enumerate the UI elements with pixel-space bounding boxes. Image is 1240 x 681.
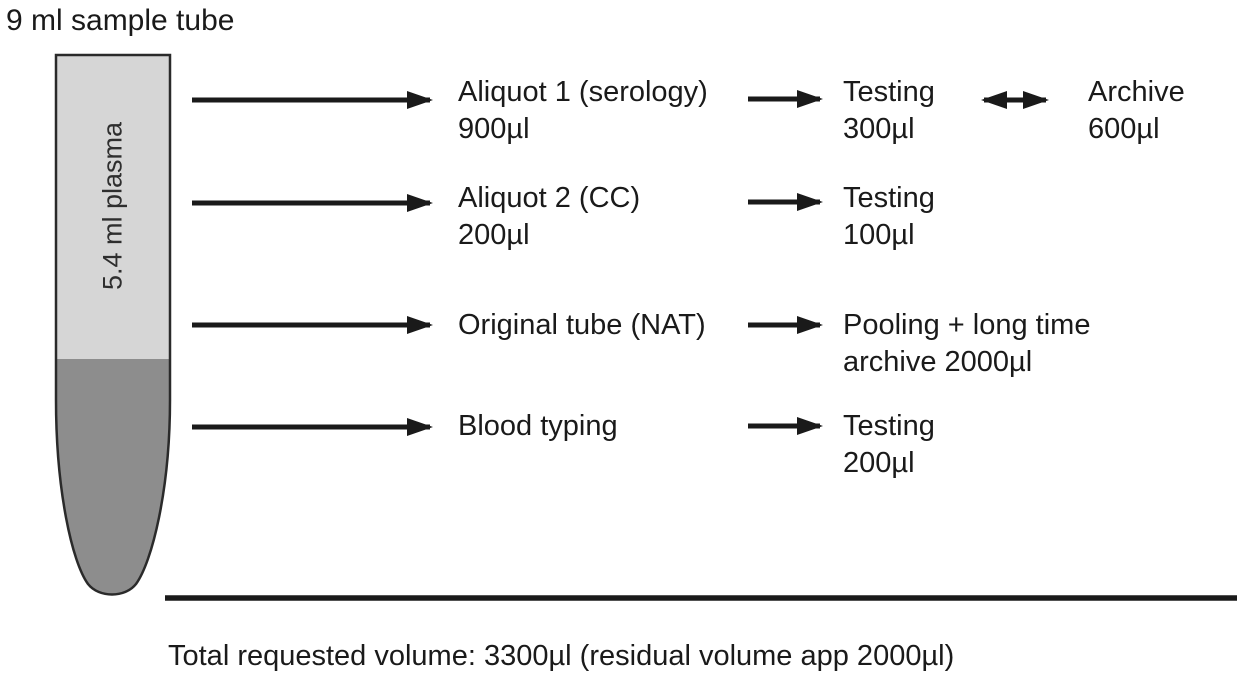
row2-testing-line1: Testing bbox=[843, 182, 935, 214]
row2-source-line1: Aliquot 2 (CC) bbox=[458, 182, 641, 214]
row3-pooling-line2: archive 2000µl bbox=[843, 346, 1033, 378]
row4-testing-line2: 200µl bbox=[843, 447, 915, 479]
row3-source-line1: Original tube (NAT) bbox=[458, 309, 706, 341]
row4-source-line1: Blood typing bbox=[458, 410, 618, 442]
row2-source-line2: 200µl bbox=[458, 219, 530, 251]
row1-testing-line1: Testing bbox=[843, 76, 935, 108]
row3-pooling-line1: Pooling + long time bbox=[843, 309, 1091, 341]
row1-archive-line2: 600µl bbox=[1088, 113, 1160, 145]
row2-testing-label: Testing 100µl bbox=[843, 180, 935, 254]
row2-testing-line2: 100µl bbox=[843, 219, 915, 251]
tube-outline bbox=[54, 53, 172, 596]
tube-dark-region bbox=[56, 359, 170, 595]
row1-testing-line2: 300µl bbox=[843, 113, 915, 145]
row4-testing-label: Testing 200µl bbox=[843, 408, 935, 482]
row1-archive-label: Archive 600µl bbox=[1088, 74, 1185, 148]
row4-testing-line1: Testing bbox=[843, 410, 935, 442]
sample-tube bbox=[54, 53, 172, 596]
row1-source-line1: Aliquot 1 (serology) bbox=[458, 76, 708, 108]
row4-source-label: Blood typing bbox=[458, 408, 618, 445]
diagram-title: 9 ml sample tube bbox=[6, 4, 235, 37]
row1-testing-label: Testing 300µl bbox=[843, 74, 935, 148]
row2-source-label: Aliquot 2 (CC) 200µl bbox=[458, 180, 640, 254]
tube-plasma-label: 5.4 ml plasma bbox=[97, 121, 128, 291]
row3-source-label: Original tube (NAT) bbox=[458, 307, 706, 344]
row3-pooling-label: Pooling + long time archive 2000µl bbox=[843, 307, 1090, 381]
row1-source-line2: 900µl bbox=[458, 113, 530, 145]
row1-source-label: Aliquot 1 (serology) 900µl bbox=[458, 74, 708, 148]
row1-archive-line1: Archive bbox=[1088, 76, 1185, 108]
total-volume-text: Total requested volume: 3300µl (residual… bbox=[168, 640, 955, 672]
